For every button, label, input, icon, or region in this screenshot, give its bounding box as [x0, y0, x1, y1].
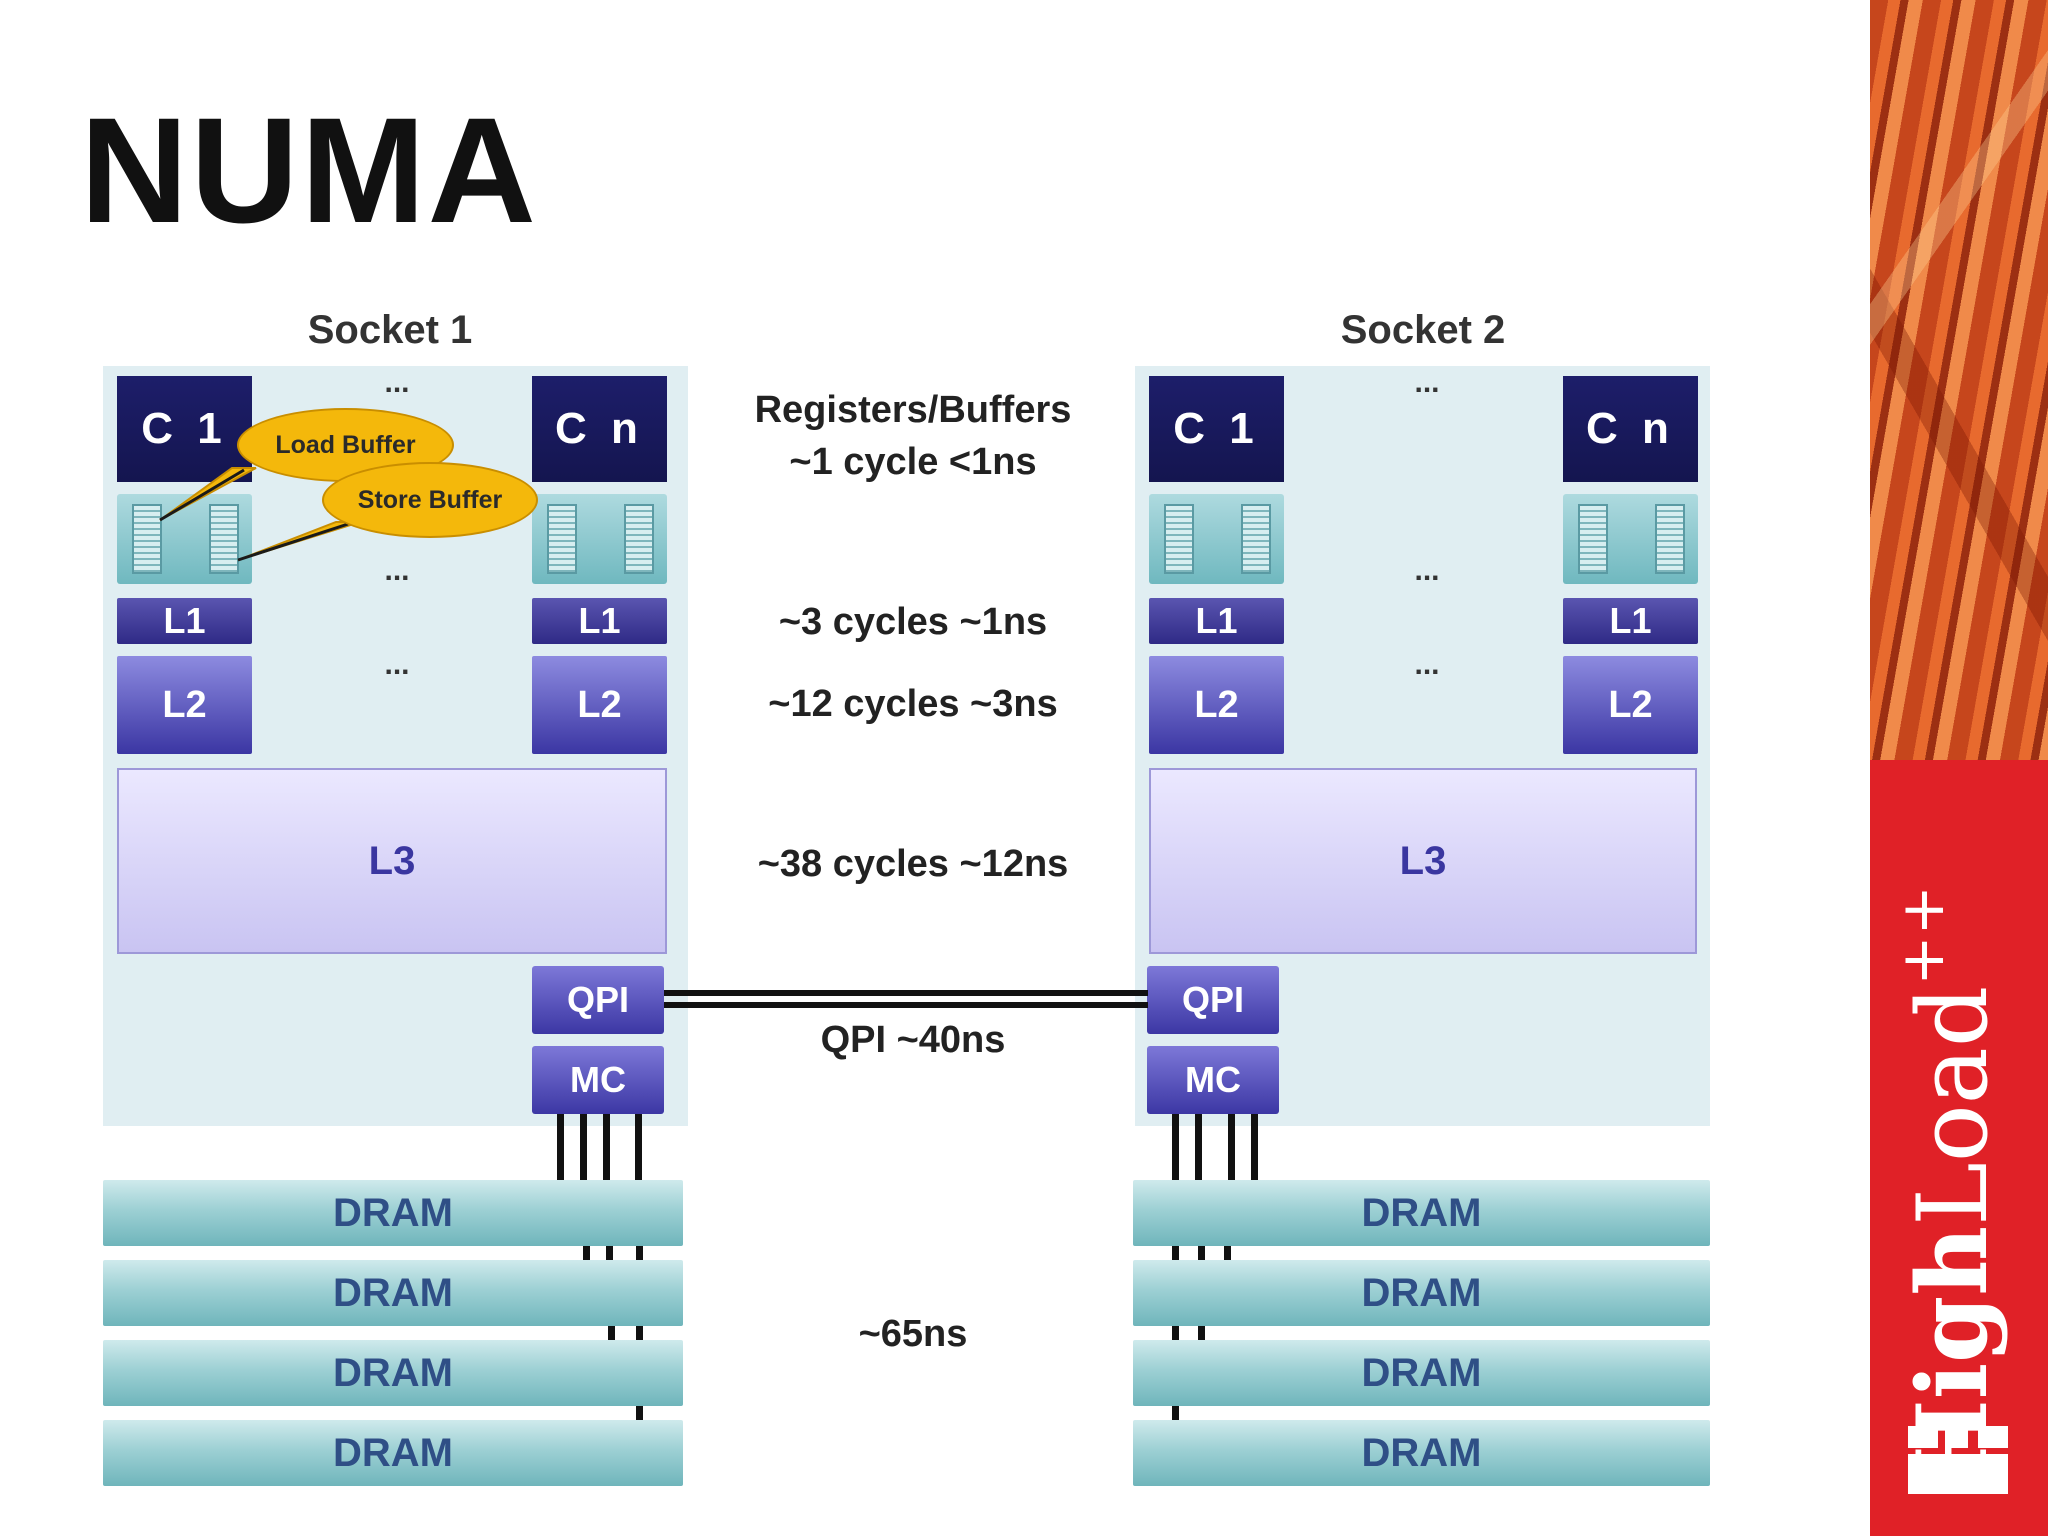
socket-1-core-n: C n	[532, 376, 667, 482]
latency-registers-title: Registers/Buffers	[754, 389, 1072, 431]
qpi-link-line	[664, 990, 1148, 996]
socket-1-bus-line	[636, 1326, 643, 1340]
socket-2-bus-line	[1172, 1326, 1179, 1340]
brand-text-plus: ++	[1888, 885, 1958, 986]
callout-pointers	[159, 467, 361, 562]
socket-2-core-n-l2: L2	[1563, 656, 1698, 754]
socket-1-bus-line	[635, 1114, 642, 1180]
socket-1-mc: MC	[532, 1046, 664, 1114]
socket-2-dots-l2: ...	[1414, 648, 1440, 681]
latency-registers-value: ~1 cycle <1ns	[789, 441, 1037, 483]
store-buffer-strip	[624, 504, 654, 574]
brand-decoration	[1870, 0, 2048, 760]
socket-2-l3: L3	[1149, 768, 1697, 954]
store-buffer-strip	[1655, 504, 1685, 574]
socket-1-bus-line	[636, 1246, 643, 1260]
load-buffer-strip	[547, 504, 577, 574]
socket-1-core-1-l2: L2	[117, 656, 252, 754]
socket-1-label: Socket 1	[307, 308, 473, 352]
socket-2-dots-buffers: ...	[1414, 554, 1440, 587]
socket-2-dots-top: ...	[1414, 366, 1440, 399]
load-buffer-strip	[132, 504, 162, 574]
socket-2-core-1: C 1	[1149, 376, 1284, 482]
qpi-link-line	[664, 1002, 1148, 1008]
socket-2-bus-line	[1251, 1114, 1258, 1180]
brand-text-bold: High	[1896, 1225, 2009, 1490]
socket-1-dots-top: ...	[384, 366, 410, 399]
socket-2-bus-line	[1228, 1114, 1235, 1180]
socket-2-core-n-buffers	[1563, 494, 1698, 584]
socket-2-mc: MC	[1147, 1046, 1279, 1114]
slide-title: NUMA	[80, 86, 538, 254]
brand-logo-text: HighLoad++	[1888, 885, 2009, 1490]
socket-2-dram-1: DRAM	[1133, 1180, 1710, 1246]
socket-2-bus-line	[1172, 1246, 1179, 1260]
socket-1-core-n-buffers	[532, 494, 667, 584]
socket-1-dram-4: DRAM	[103, 1420, 683, 1486]
socket-2-bus-line	[1195, 1114, 1202, 1180]
highload-logo-icon	[1908, 1426, 2008, 1494]
socket-2-bus-line	[1224, 1246, 1231, 1260]
socket-1-bus-line	[580, 1114, 587, 1180]
load-buffer-strip	[1164, 504, 1194, 574]
socket-2-core-1-l2: L2	[1149, 656, 1284, 754]
load-buffer-strip	[1578, 504, 1608, 574]
socket-1-bus-line	[608, 1326, 615, 1340]
socket-2-dram-3: DRAM	[1133, 1340, 1710, 1406]
socket-1-dots-l2: ...	[384, 648, 410, 681]
socket-1-core-1-l1: L1	[117, 598, 252, 644]
socket-2-dram-4: DRAM	[1133, 1420, 1710, 1486]
socket-1-bus-line	[606, 1246, 613, 1260]
socket-1-bus-line	[557, 1114, 564, 1180]
brand-panel	[1870, 760, 2048, 1536]
socket-1-l3: L3	[117, 768, 667, 954]
socket-1-dram-1: DRAM	[103, 1180, 683, 1246]
socket-2-core-1-l1: L1	[1149, 598, 1284, 644]
socket-2-bus-line	[1198, 1326, 1205, 1340]
socket-1-core-1: C 1	[117, 376, 252, 482]
socket-1-dram-3: DRAM	[103, 1340, 683, 1406]
socket-2-bus-line	[1172, 1114, 1179, 1180]
brand-text-light: Load	[1897, 985, 2009, 1226]
socket-1-qpi: QPI	[532, 966, 664, 1034]
socket-1-bus-line	[636, 1406, 643, 1420]
socket-2-label: Socket 2	[1340, 308, 1506, 352]
socket-1-dram-2: DRAM	[103, 1260, 683, 1326]
socket-1-dots-buffers: ...	[384, 554, 410, 587]
socket-2-core-n-l1: L1	[1563, 598, 1698, 644]
socket-2-bus-line	[1198, 1246, 1205, 1260]
load-buffer-leader	[159, 468, 245, 522]
latency-l1: ~3 cycles ~1ns	[778, 601, 1048, 643]
latency-l2: ~12 cycles ~3ns	[768, 683, 1058, 725]
socket-2-qpi: QPI	[1147, 966, 1279, 1034]
socket-2-core-n: C n	[1563, 376, 1698, 482]
latency-l3: ~38 cycles ~12ns	[757, 843, 1069, 885]
socket-1-core-1-buffers	[117, 494, 252, 584]
socket-1-core-n-l2: L2	[532, 656, 667, 754]
store-buffer-leader	[237, 522, 349, 562]
store-buffer-strip	[1241, 504, 1271, 574]
socket-2-dram-2: DRAM	[1133, 1260, 1710, 1326]
socket-2-core-1-buffers	[1149, 494, 1284, 584]
store-buffer-strip	[209, 504, 239, 574]
latency-qpi: QPI ~40ns	[820, 1019, 1006, 1061]
socket-2-bus-line	[1172, 1406, 1179, 1420]
socket-1-bus-line	[603, 1114, 610, 1180]
socket-1-core-n-l1: L1	[532, 598, 667, 644]
socket-1-bus-line	[583, 1246, 590, 1260]
store-buffer-callout: Store Buffer	[322, 462, 538, 538]
latency-dram: ~65ns	[858, 1313, 968, 1355]
